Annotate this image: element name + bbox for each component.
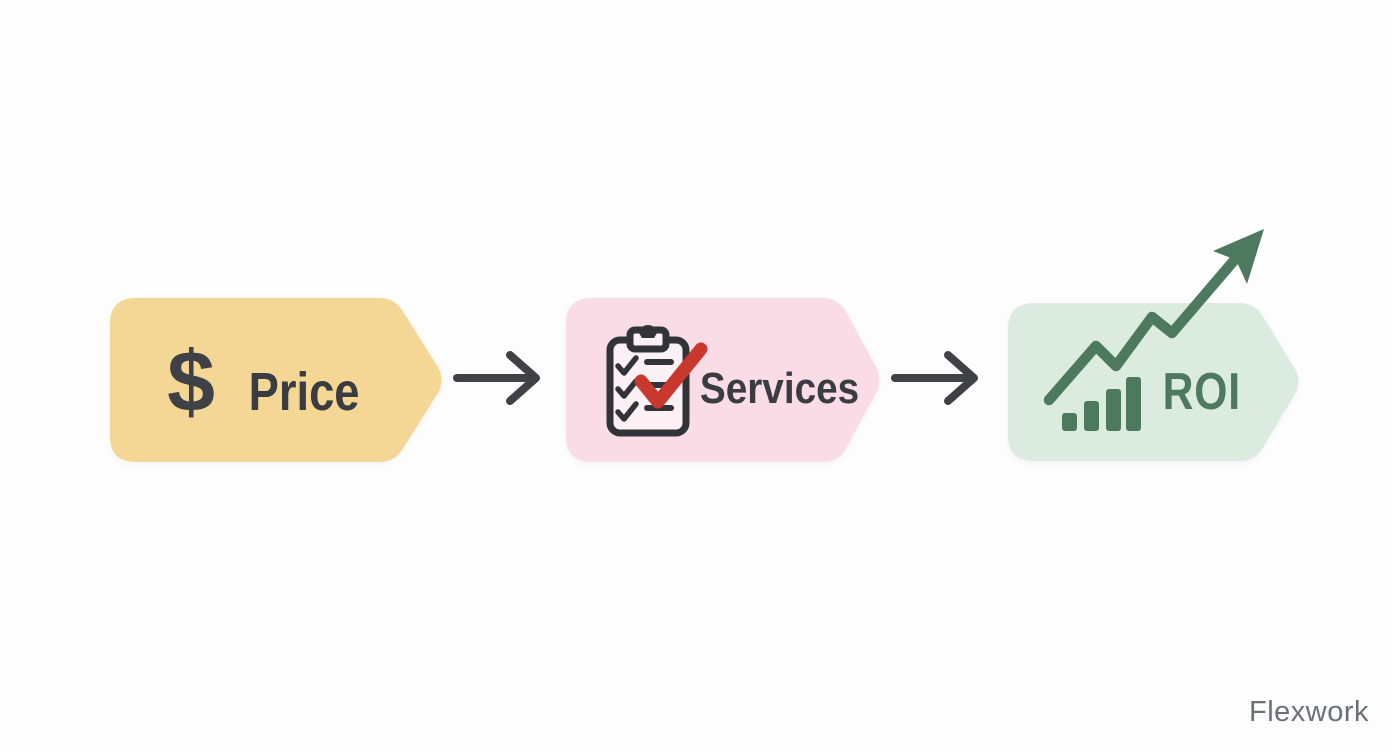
price-step-label-text: Price [248,362,360,422]
price-tag-shape [110,298,442,462]
dollar-sign-icon: $ [167,334,215,430]
roi-tag-shape [1008,303,1299,461]
rising-chart-arrow-icon [1043,229,1264,431]
watermark: Flexwork [1248,696,1369,728]
roi-step-label: ROI [1110,362,1294,422]
arrow-right-icon [891,351,978,405]
arrow-right-icon [453,351,540,405]
services-step-label: Services [680,360,880,418]
roi-step-label-text: ROI [1162,363,1242,421]
services-step-label-text: Services [700,364,860,413]
checklist-clipboard-icon [606,325,708,437]
price-step-label: Price [214,360,394,424]
